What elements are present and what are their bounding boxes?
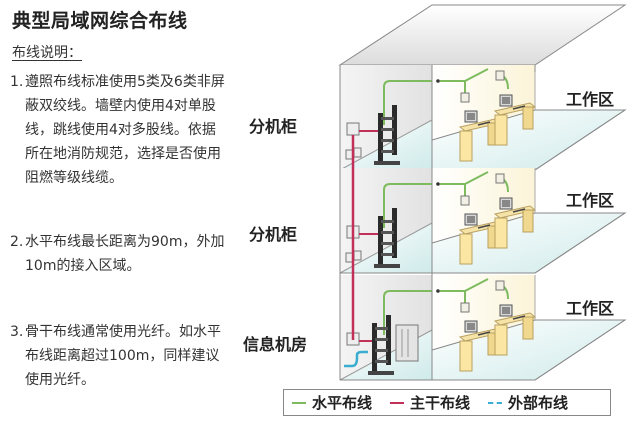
rack-shelf — [381, 139, 394, 142]
patch-panel-box — [346, 122, 360, 136]
diagram-title: 典型局域网综合布线 — [12, 10, 188, 32]
desk-leg — [522, 316, 534, 340]
note-text: 水平布线最长距离为90m，外加10m的接入区域。 — [25, 234, 225, 274]
desk-leg — [494, 217, 508, 249]
note-item: 3. 骨干布线通常使用光纤。如水平布线距离超过100m，同样建议使用光纤。 — [10, 320, 225, 392]
rack-post — [378, 216, 383, 266]
notes-heading: 布线说明： — [12, 45, 82, 61]
floor-slab-edge — [534, 109, 626, 171]
keyboard — [477, 121, 491, 126]
wall-outlet — [436, 79, 440, 83]
rack-shelf — [381, 150, 394, 153]
cable-spool — [353, 147, 362, 158]
work-area-label: 工作区 — [566, 90, 615, 109]
horizontal-cable — [383, 183, 432, 228]
note-text: 遵照布线标准使用5类及6类非屏蔽双绞线。墙壁内使用4对单股线，跳线使用4对多股线… — [25, 74, 225, 186]
external-cable — [344, 350, 368, 368]
rack-post — [386, 315, 391, 365]
floor-label-server-room: 信息机房 — [243, 335, 308, 354]
keyboard — [477, 224, 491, 229]
legend: 水平布线 主干布线 外部布线 — [283, 389, 611, 416]
legend-entry-horizontal: 水平布线 — [292, 392, 372, 413]
note-number: 2. — [10, 234, 24, 250]
desk-leg — [459, 130, 473, 162]
legend-label: 水平布线 — [312, 394, 373, 412]
rack-base — [374, 161, 400, 165]
desk-leg — [494, 324, 508, 356]
network-outlet — [460, 195, 470, 206]
network-outlet — [460, 92, 470, 103]
desk-leg — [522, 106, 534, 130]
floor-slab-edge — [534, 212, 626, 274]
wall-outlet — [436, 182, 440, 186]
note-item: 2. 水平布线最长距离为90m，外加10m的接入区域。 — [10, 230, 225, 278]
rack-base — [368, 371, 394, 375]
legend-swatch — [292, 401, 306, 404]
work-area-label: 工作区 — [566, 299, 615, 318]
floor-label-cabinet: 分机柜 — [249, 225, 298, 244]
floor-slab-edge — [534, 319, 626, 381]
floor-edge — [339, 222, 433, 274]
legend-swatch — [390, 401, 405, 404]
cable-spool — [353, 250, 362, 261]
rack-base — [374, 264, 400, 268]
legend-entry-external: 外部布线 — [488, 392, 568, 413]
note-number: 1. — [10, 74, 24, 90]
desk-leg — [459, 340, 473, 372]
rack-shelf — [381, 117, 394, 120]
monitor-screen — [502, 97, 510, 104]
work-area-label: 工作区 — [566, 191, 615, 210]
legend-entry-backbone: 主干布线 — [390, 392, 470, 413]
desk-leg — [494, 114, 508, 146]
rack-shelf — [375, 327, 388, 330]
monitor-screen — [467, 216, 475, 223]
rack-shelf — [375, 349, 388, 352]
floor-label-cabinet: 分机柜 — [249, 117, 298, 136]
wall-outlet — [436, 289, 440, 293]
legend-swatch — [488, 401, 503, 404]
legend-label: 主干布线 — [410, 394, 471, 412]
rack-post — [372, 323, 377, 373]
desk-leg — [459, 233, 473, 265]
monitor-screen — [467, 113, 475, 120]
rack-shelf — [375, 338, 388, 341]
note-number: 3. — [10, 324, 24, 340]
floor-edge — [339, 119, 433, 171]
network-outlet — [495, 173, 505, 184]
rack-shelf — [381, 220, 394, 223]
rack-post — [378, 113, 383, 163]
note-text: 骨干布线通常使用光纤。如水平布线距离超过100m，同样建议使用光纤。 — [25, 324, 221, 388]
keyboard — [512, 315, 526, 320]
rack-shelf — [381, 128, 394, 131]
monitor-screen — [502, 200, 510, 207]
keyboard — [512, 105, 526, 110]
horizontal-cable — [383, 80, 432, 125]
monitor-screen — [467, 323, 475, 330]
rack-shelf — [381, 253, 394, 256]
roof — [338, 4, 627, 66]
rack-post — [392, 208, 397, 258]
keyboard — [477, 331, 491, 336]
horizontal-cable — [383, 290, 432, 335]
rack-shelf — [375, 360, 388, 363]
rack-shelf — [381, 242, 394, 245]
legend-label: 外部布线 — [508, 394, 569, 412]
note-item: 1. 遵照布线标准使用5类及6类非屏蔽双绞线。墙壁内使用4对单股线，跳线使用4对… — [10, 70, 225, 190]
network-outlet — [495, 280, 505, 291]
network-outlet — [495, 70, 505, 81]
server-cabinet — [395, 324, 419, 362]
monitor-screen — [502, 307, 510, 314]
rack-post — [392, 105, 397, 155]
network-outlet — [460, 302, 470, 313]
desk-leg — [522, 209, 534, 233]
rack-shelf — [381, 231, 394, 234]
keyboard — [512, 208, 526, 213]
